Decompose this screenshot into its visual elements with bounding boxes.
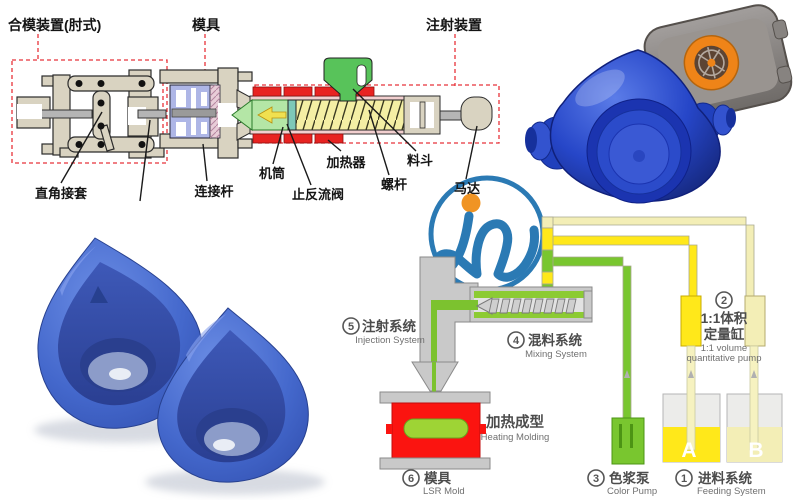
photo-silicone-cushions — [34, 237, 325, 495]
nozzle-tip — [231, 99, 253, 131]
container-a-letter: A — [681, 439, 696, 462]
label-metering-en2: quantitative pump — [687, 353, 762, 364]
label-heating-zh: 加热成型 — [485, 413, 544, 431]
label-barrel: 机筒 — [259, 166, 285, 181]
label-tie-bar: 连接杆 — [194, 184, 233, 199]
cushion-notch — [90, 286, 108, 303]
screw-drive-motor — [460, 96, 493, 131]
label-heating-en: Heating Molding — [481, 432, 550, 443]
mixing-system — [411, 256, 593, 419]
label-mixing-system-en: Mixing System — [525, 349, 587, 360]
suction-tube-b — [749, 345, 759, 451]
mixing-screw — [488, 298, 577, 314]
mold-core — [171, 108, 217, 118]
lsr-labels: 5 注射系统 Injection System 4 混料系统 Mixing Sy… — [342, 291, 766, 497]
label-lsr-mold-en: LSR Mold — [423, 486, 465, 497]
label-lsr-mold-zh: 模具 — [424, 470, 451, 486]
label-color-pump-zh: 色浆泵 — [609, 470, 650, 486]
toggle-pins — [75, 80, 146, 148]
label-injection-system-en: Injection System — [355, 335, 425, 346]
cushion-vent-hole — [109, 368, 131, 380]
label-feeding-en: Feeding System — [697, 486, 766, 497]
container-b-letter: B — [748, 439, 763, 462]
num-mixing: 4 — [513, 335, 520, 347]
num-mold: 6 — [408, 473, 414, 485]
num-metering: 2 — [721, 295, 727, 307]
label-color-pump-en: Color Pump — [607, 486, 657, 497]
sprue-line — [432, 362, 436, 419]
num-color-pump: 3 — [593, 473, 599, 485]
suction-tube-a — [686, 345, 696, 451]
mold-plate-top — [379, 391, 491, 404]
metering-cylinder-a — [680, 295, 702, 347]
check-valve — [287, 99, 297, 131]
label-metering-en1: 1:1 volume — [701, 343, 747, 354]
holder-tab — [776, 65, 793, 84]
leader-lines — [60, 88, 478, 202]
label-clamping-unit: 合模装置(肘式) — [8, 17, 101, 33]
label-mixing-system-zh: 混料系统 — [528, 332, 582, 348]
lsr-process-diagram: A B 5 注射系统 Injection System 4 混料系统 Mixin… — [342, 216, 783, 497]
label-injection-unit: 注射装置 — [426, 17, 482, 33]
cushion-vent-hole — [213, 439, 235, 451]
label-injection-system-zh: 注射系统 — [362, 318, 416, 334]
label-mold: 模具 — [192, 17, 220, 33]
clamping-unit-zone — [11, 59, 168, 164]
molded-part — [403, 418, 469, 439]
label-feeding-zh: 进料系统 — [698, 470, 752, 486]
cushion-right — [157, 307, 309, 483]
photo-respirator-mask — [525, 4, 793, 204]
filter-center-dot — [707, 58, 716, 67]
injection-molding-machine-diagram: 合模装置(肘式) 模具 注射装置 直角接套 连接杆 机筒 止反流阀 加热器 螺杆… — [8, 17, 500, 202]
cushion-left — [37, 237, 203, 429]
injection-unit — [231, 57, 493, 144]
feeding-system: A B — [624, 345, 783, 463]
label-motor: 马达 — [454, 181, 480, 196]
label-screw: 螺杆 — [381, 177, 407, 192]
num-injection: 5 — [348, 321, 354, 333]
melt-channel — [431, 300, 478, 310]
label-heater: 加热器 — [325, 155, 366, 170]
mask-body — [525, 49, 736, 204]
melt-flow-arrow — [257, 106, 287, 124]
mold-assembly — [169, 84, 237, 139]
label-hopper: 料斗 — [407, 153, 433, 168]
label-check-valve: 止反流阀 — [292, 187, 344, 202]
label-metering-zh1: 1:1体积 — [701, 310, 748, 326]
watermark-dot — [461, 193, 481, 213]
flow-arrows — [624, 370, 757, 378]
num-feeding: 1 — [681, 473, 687, 485]
tie-bar-top — [159, 69, 219, 84]
metering-cylinder-b — [744, 295, 766, 347]
label-metering-zh2: 定量缸 — [704, 326, 745, 342]
color-pump-block — [611, 417, 645, 465]
holder-tab — [772, 19, 789, 40]
mold-plate-bottom — [379, 457, 491, 470]
toggle-link-top — [67, 75, 155, 92]
lsr-mold — [379, 391, 491, 470]
label-right-angle-socket: 直角接套 — [35, 186, 88, 201]
